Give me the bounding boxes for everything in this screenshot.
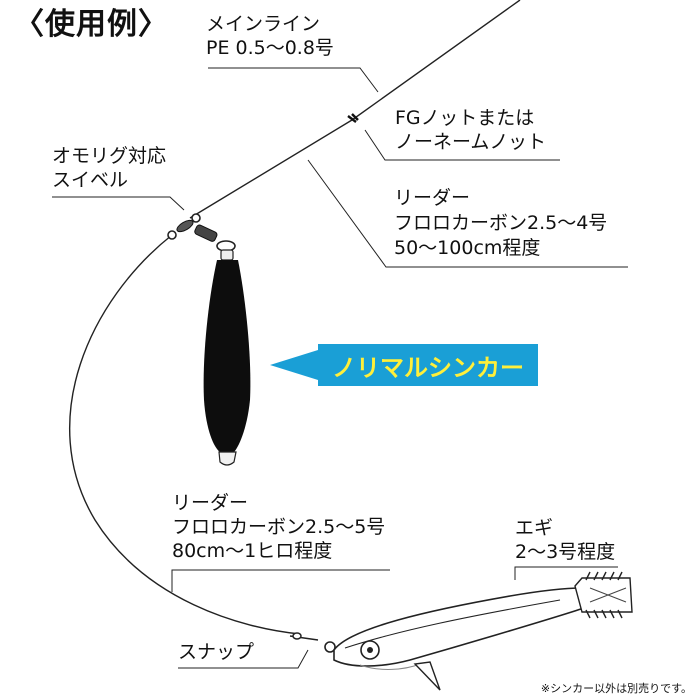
main-line-spec: PE 0.5〜0.8号: [206, 37, 334, 59]
leader-bottom-length: 80cm〜1ヒロ程度: [172, 540, 333, 562]
snap-icon: [289, 632, 336, 653]
egi-label: エギ: [515, 517, 554, 539]
fg-knot-alt-label: ノーネームノット: [395, 131, 547, 153]
egi-size: 2〜3号程度: [515, 541, 616, 563]
sinker-callout: ノリマルシンカー: [318, 344, 538, 386]
leader-bottom-material: フロロカーボン2.5〜5号: [172, 516, 386, 538]
egi-icon: [333, 571, 633, 691]
callout-pointer: [270, 350, 318, 380]
egi-pointer: [514, 566, 618, 580]
lower-leader-line: [69, 234, 301, 635]
swivel-name: スイベル: [52, 169, 129, 191]
sinker-icon: [203, 249, 251, 466]
main-line-label: メインライン: [206, 13, 321, 35]
leader-top-pointer: [307, 159, 628, 268]
swivel-icon: [167, 213, 236, 252]
swivel-label: オモリグ対応: [52, 145, 167, 167]
leader-bottom-pointer: [171, 569, 390, 592]
swivel-pointer: [52, 196, 185, 211]
fg-knot-mark: [347, 113, 359, 123]
leader-top-label: リーダー: [394, 187, 471, 209]
snap-pointer: [178, 649, 309, 669]
fg-knot-pointer: [364, 129, 560, 161]
snap-label: スナップ: [178, 641, 255, 663]
page-heading: 〈使用例〉: [14, 7, 169, 42]
fg-knot-label: FGノットまたは: [395, 107, 535, 129]
leader-bottom-label: リーダー: [172, 492, 249, 514]
leader-top-length: 50〜100cm程度: [394, 237, 541, 259]
footnote: ※シンカー以外は別売りです。: [540, 682, 692, 696]
leader-top-material: フロロカーボン2.5〜4号: [394, 212, 608, 234]
main-line-pointer: [208, 67, 379, 93]
